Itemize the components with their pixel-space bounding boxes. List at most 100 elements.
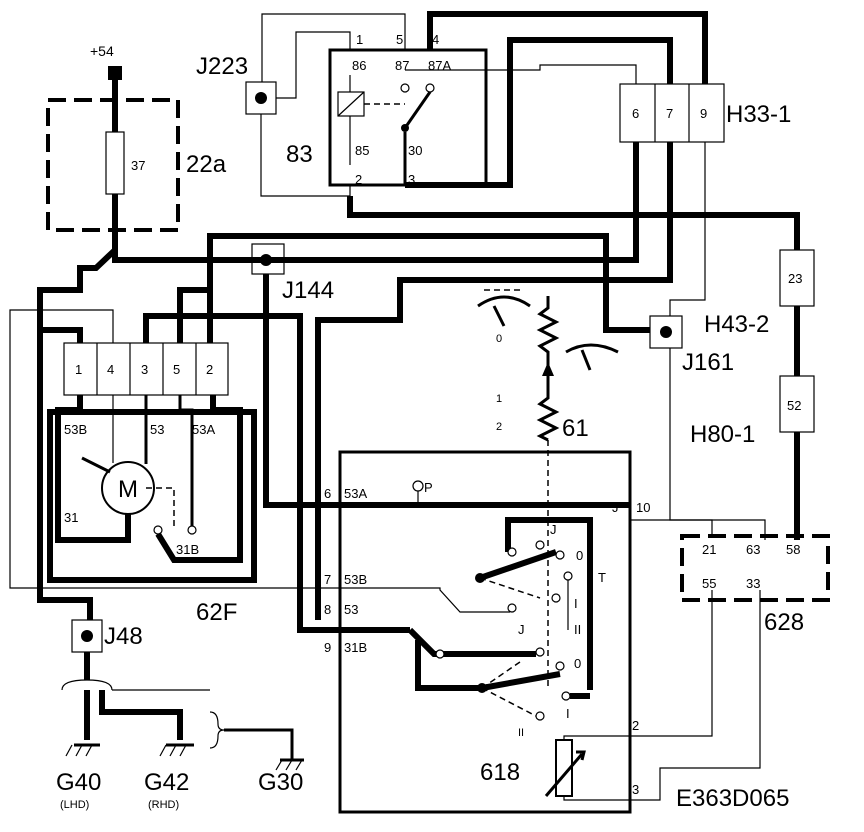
- switch-upper-alt: [479, 577, 541, 599]
- switch-row-9-pin: 9: [324, 640, 331, 655]
- switch-j-number: 10: [636, 500, 650, 515]
- relay-pin-85: 85: [355, 143, 369, 158]
- wire-h33-7-switch: [315, 142, 673, 620]
- switch-contact-l1: [435, 649, 445, 659]
- switch-label-0-top: 0: [576, 548, 583, 563]
- motor-conn-pin-4: 4: [107, 362, 114, 377]
- relay-armature: [403, 91, 432, 129]
- switch-row-8-term: 53: [344, 602, 358, 617]
- fuse-name: 22a: [186, 151, 227, 178]
- wire-relay87a-h33-9: [427, 11, 708, 84]
- j144-label: J144: [282, 277, 334, 304]
- switch-name: 61: [562, 415, 589, 442]
- switch-lower-top: [407, 627, 536, 657]
- switch-contact-lii: [535, 711, 545, 721]
- switch-position-2: 2: [496, 421, 502, 433]
- module-pin-55: 55: [702, 576, 716, 591]
- relay-pin-3: 3: [408, 172, 415, 187]
- relay-pin-2: 2: [355, 172, 362, 187]
- switch-contact-j3: [507, 603, 517, 613]
- relay-pin-30: 30: [408, 143, 422, 158]
- ground-g30-icon: [275, 758, 304, 771]
- relay-contact-87a: [425, 83, 435, 93]
- rheostat-arrowhead: [576, 750, 586, 761]
- switch-speed-zero: 0: [496, 333, 502, 345]
- motor-connector: [63, 342, 229, 396]
- module-pin-58: 58: [786, 542, 800, 557]
- switch-label-ii-low: II: [518, 727, 524, 739]
- relay-pin-86: 86: [352, 58, 366, 73]
- motor-housing: [47, 409, 257, 583]
- fuse-box: [46, 98, 180, 232]
- motor-conn-pin-3: 3: [141, 362, 148, 377]
- switch-rheostat-upper: [536, 296, 560, 372]
- wire-motor-5: [177, 236, 213, 343]
- motor-term-31b: 31B: [176, 542, 199, 557]
- switch-label-j-mid: J: [518, 622, 525, 637]
- wire-relay85-h43: [347, 196, 800, 250]
- switch-upper-blade: [479, 549, 557, 581]
- j48-label: J48: [104, 623, 143, 650]
- j223-dot: [255, 92, 267, 104]
- wire-53a: [263, 274, 630, 508]
- wire-relay30-h33-7: [405, 37, 673, 188]
- wire-relay87: [261, 13, 406, 82]
- wire-53b-switch: [9, 309, 510, 613]
- supply-terminal: [108, 66, 122, 80]
- switch-label-i-top: I: [574, 596, 578, 611]
- relay-pin-5: 5: [396, 32, 403, 47]
- switch-row-7-term: 53B: [344, 572, 367, 587]
- h80-pin: 52: [787, 398, 801, 413]
- switch-contact-t: [563, 571, 573, 581]
- drawing-id: E363D065: [676, 785, 789, 812]
- h43-label: H43-2: [704, 311, 769, 338]
- motor-term-31: 31: [64, 510, 78, 525]
- switch-row-6-term: 53A: [344, 486, 367, 501]
- wire-rheostat-55: [563, 590, 713, 740]
- switch-contact-i: [551, 593, 561, 603]
- module-pin-33: 33: [746, 576, 760, 591]
- motor-brush: [81, 456, 111, 474]
- switch-j-pin: J: [612, 500, 619, 515]
- switch-contact-l2: [535, 647, 545, 657]
- wiper-on-icon: [565, 343, 619, 371]
- switch-row-7-pin: 7: [324, 572, 331, 587]
- ground-brace-right: [209, 711, 225, 749]
- switch-lower-alt-1: [481, 687, 537, 717]
- motor-wire-53a: [178, 395, 194, 530]
- relay-name: 83: [286, 141, 313, 168]
- h33-connector: [619, 83, 725, 143]
- wire-53-switch: [143, 313, 410, 633]
- switch-label-i-low: I: [566, 706, 570, 721]
- relay-pin-87: 87: [395, 58, 409, 73]
- switch-housing: [338, 450, 632, 814]
- relay-contact-30: [401, 124, 409, 132]
- ground-g42-label: G42: [144, 769, 189, 796]
- motor-term-53a: 53A: [192, 422, 215, 437]
- h33-pin-9: 9: [700, 106, 707, 121]
- module-pin-21: 21: [702, 542, 716, 557]
- ground-g40-label: G40: [56, 769, 101, 796]
- j161-dot: [660, 326, 672, 338]
- h80-label: H80-1: [690, 421, 755, 448]
- relay-contact-87: [400, 83, 410, 93]
- ground-g40-icon: [65, 743, 100, 757]
- motor-term-53: 53: [150, 422, 164, 437]
- switch-contact-0: [555, 550, 565, 560]
- wire-h33-9-module: [669, 142, 766, 540]
- h43-pin: 23: [788, 271, 802, 286]
- switch-contact-j1: [507, 547, 517, 557]
- switch-contact-l0: [555, 661, 565, 671]
- wire-g30: [224, 728, 294, 760]
- wire-j223-relay85: [260, 114, 351, 197]
- switch-lower-blade: [481, 671, 561, 691]
- switch-position-1: 1: [496, 393, 502, 405]
- motor-wire-53b: [55, 395, 131, 543]
- rheostat-name: 618: [480, 759, 520, 786]
- switch-park-label: P: [424, 480, 433, 495]
- motor-conn-pin-5: 5: [173, 362, 180, 377]
- wire-switch-j-module: [630, 519, 713, 536]
- j48-dot: [81, 630, 93, 642]
- switch-label-t: T: [598, 570, 606, 585]
